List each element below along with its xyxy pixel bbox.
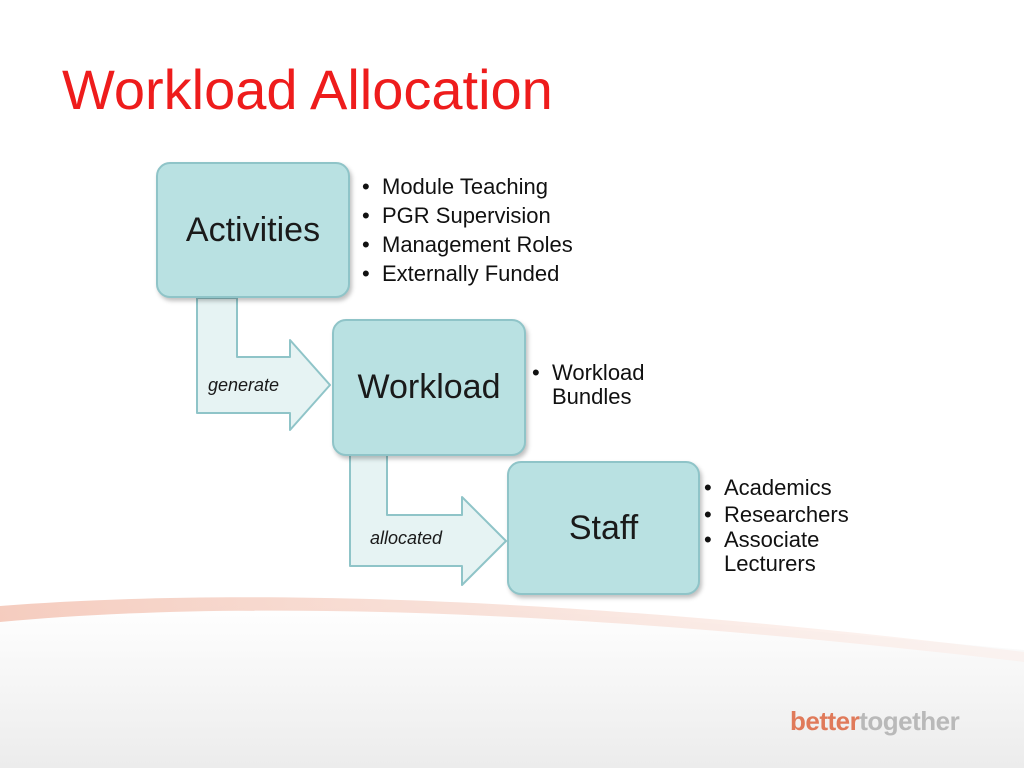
background-grey-band	[0, 602, 1024, 768]
list-item: Associate Lecturers	[704, 528, 874, 576]
activities-list: Module Teaching PGR Supervision Manageme…	[362, 172, 573, 288]
list-item: Researchers	[704, 501, 874, 528]
bettertogether-logo: bettertogether	[790, 706, 960, 737]
workload-list: Workload Bundles	[532, 361, 672, 409]
workload-box: Workload	[332, 319, 526, 456]
list-item: Module Teaching	[362, 172, 573, 201]
list-item: PGR Supervision	[362, 201, 573, 230]
logo-part-better: better	[790, 706, 860, 736]
allocated-arrow	[349, 452, 507, 586]
workload-label: Workload	[357, 368, 501, 406]
list-item: Workload Bundles	[532, 361, 672, 409]
activities-label: Activities	[185, 210, 321, 249]
generate-label: generate	[208, 375, 280, 395]
staff-box: Staff	[507, 461, 700, 595]
list-item: Externally Funded	[362, 259, 573, 288]
staff-label: Staff	[568, 508, 639, 547]
generate-arrow	[196, 297, 331, 431]
list-item: Academics	[704, 474, 874, 501]
staff-list: Academics Researchers Associate Lecturer…	[704, 474, 874, 576]
logo-part-together: together	[859, 706, 960, 736]
background-swoosh	[0, 597, 1024, 662]
allocated-label: allocated	[370, 528, 443, 548]
activities-box: Activities	[156, 162, 350, 298]
list-item: Management Roles	[362, 230, 573, 259]
page-title: Workload Allocation	[62, 58, 553, 121]
